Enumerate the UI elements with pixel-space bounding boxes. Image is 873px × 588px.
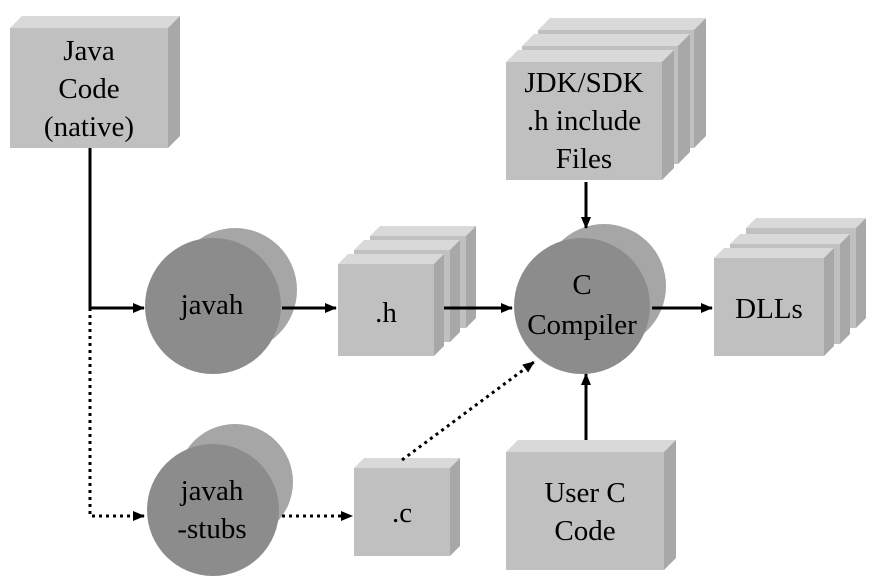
java-code-label-line2: Code xyxy=(58,73,119,105)
javah-stubs-label-line2: -stubs xyxy=(177,513,246,545)
edge-java-to-javah-stubs xyxy=(88,308,145,521)
javah-stubs-label-line1: javah xyxy=(180,475,244,507)
dlls-stack: DLLs xyxy=(714,218,866,356)
c-compiler-process: C Compiler xyxy=(514,224,666,374)
dlls-label: DLLs xyxy=(735,293,803,325)
user-c-code-label-line1: User C xyxy=(544,477,625,509)
javah-process: javah xyxy=(145,228,297,374)
java-code-box: Java Code (native) xyxy=(10,16,180,148)
h-files-stack: .h xyxy=(338,226,476,356)
javah-label: javah xyxy=(180,289,244,321)
jdk-label-line1: JDK/SDK xyxy=(524,67,643,99)
java-code-label-line3: (native) xyxy=(44,111,134,143)
h-files-label: .h xyxy=(375,297,397,329)
c-compiler-label-line2: Compiler xyxy=(527,309,637,341)
user-c-code-box: User C Code xyxy=(506,440,676,570)
c-file-label: .c xyxy=(392,497,412,529)
jdk-include-files-stack: JDK/SDK .h include Files xyxy=(506,18,706,180)
jdk-label-line3: Files xyxy=(556,143,612,175)
c-compiler-label-line1: C xyxy=(572,269,591,301)
connectors xyxy=(88,148,713,521)
user-c-code-label-line2: Code xyxy=(554,515,615,547)
javah-stubs-process: javah -stubs xyxy=(147,424,293,576)
c-file-box: .c xyxy=(354,458,460,556)
edge-java-to-javah xyxy=(88,148,145,313)
java-code-label-line1: Java xyxy=(63,35,115,67)
jdk-label-line2: .h include xyxy=(527,105,641,137)
